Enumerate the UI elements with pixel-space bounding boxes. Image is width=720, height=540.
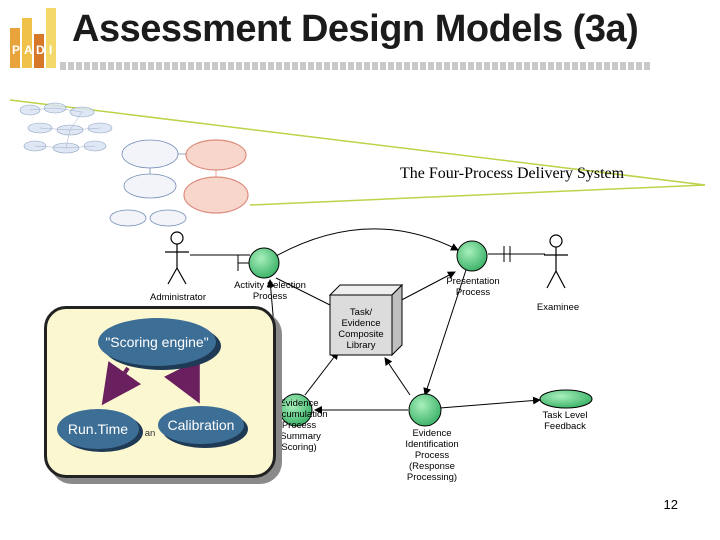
task-library-cube <box>328 283 404 357</box>
svg-text:D: D <box>36 43 45 57</box>
activity-selection-label: Activity Selection Process <box>234 280 306 302</box>
padi-logo: P A D I <box>6 6 62 72</box>
presentation-label: Presentation Process <box>446 276 500 298</box>
activity-selection-node <box>237 247 280 279</box>
page-number: 12 <box>663 497 678 512</box>
connector-identification-to-feedback <box>439 396 541 409</box>
task-library-label: Task/ Evidence Composite Library <box>338 307 384 351</box>
administrator-label: Administrator <box>150 292 206 303</box>
hidden-partial-text: an <box>144 428 156 439</box>
diagram-subtitle: The Four-Process Delivery System <box>400 165 625 182</box>
connector-accumulation-to-library <box>304 351 339 396</box>
svg-text:I: I <box>49 43 52 57</box>
administrator-actor <box>165 231 189 285</box>
callout-line-top <box>9 99 706 186</box>
examinee-label: Examinee <box>536 302 580 313</box>
page-title: Assessment Design Models (3a) <box>72 8 639 50</box>
title-underline <box>60 62 650 70</box>
task-feedback-node <box>539 389 593 409</box>
evidence-identification-node <box>408 393 442 427</box>
svg-text:A: A <box>24 43 33 57</box>
runtime-oval: Run.Time <box>57 409 139 449</box>
examinee-actor <box>544 234 568 289</box>
calibration-oval: Calibration <box>158 406 244 444</box>
connector-identification-to-library <box>384 357 411 396</box>
mini-map <box>19 102 249 227</box>
svg-text:P: P <box>12 43 20 57</box>
connector-presentation-to-identification <box>423 269 467 396</box>
scoring-engine-oval: "Scoring engine" <box>98 318 216 366</box>
evidence-accumulation-label: Evidence Accumulation Process (Summary S… <box>270 398 328 453</box>
connector-selection-to-presentation <box>275 228 459 257</box>
callout-line-bottom <box>249 184 706 206</box>
presentation-node <box>456 240 488 272</box>
task-feedback-label: Task Level Feedback <box>542 410 588 432</box>
evidence-identification-label: Evidence Identification Process (Respons… <box>405 428 459 483</box>
connector-selection-to-library <box>275 277 341 311</box>
